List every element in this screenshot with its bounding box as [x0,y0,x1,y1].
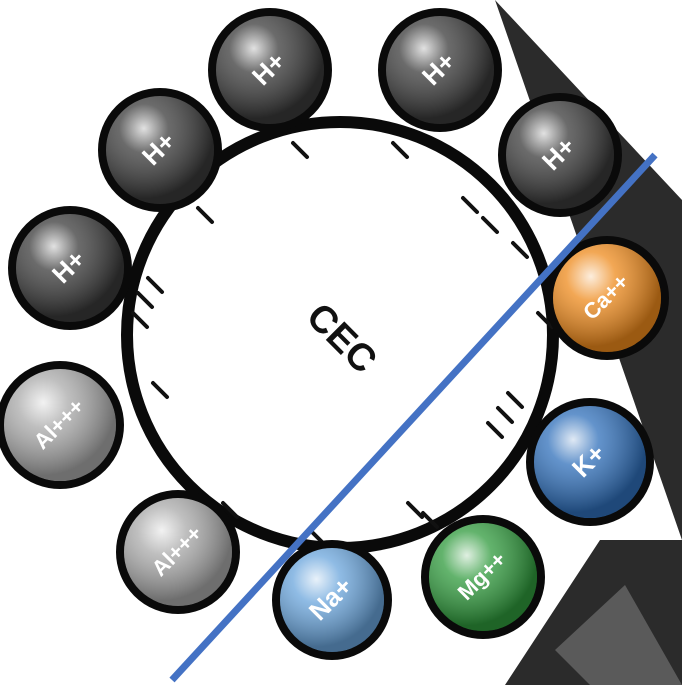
cation-ca-11: Ca++ [549,240,665,356]
cation-h-5: H+ [12,210,128,326]
cation-na-8: Na+ [276,544,388,656]
cation-k-10: K+ [530,402,650,522]
cation-al-7: Al+++ [120,494,236,610]
cation-h-1: H+ [102,92,218,208]
cation-h-3: H+ [382,12,498,128]
cation-mg-9: Mg++ [425,519,541,635]
cation-h-4: H+ [502,97,618,213]
cation-h-2: H+ [212,12,328,128]
cation-al-6: Al+++ [0,365,120,485]
